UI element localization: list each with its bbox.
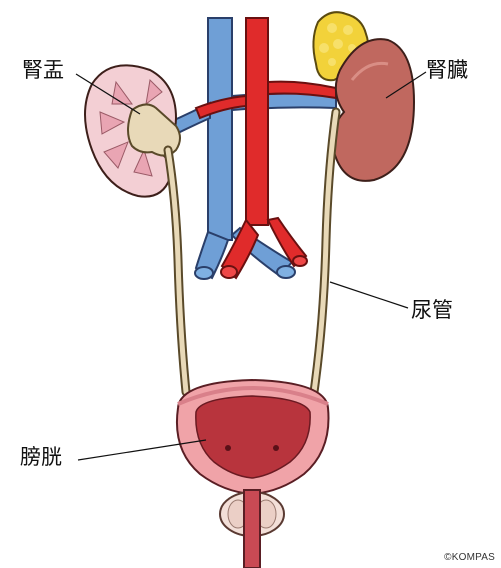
kidney-external <box>331 38 416 182</box>
leader-line-ureter <box>329 281 409 309</box>
leader-line-kidney <box>385 71 427 99</box>
label-kidney: 腎臓 <box>426 58 468 82</box>
bladder <box>176 378 330 496</box>
label-bladder: 膀胱 <box>20 445 62 469</box>
label-ureter: 尿管 <box>411 298 453 322</box>
leader-line-renal-pelvis <box>75 73 141 115</box>
copyright-credit: ©KOMPAS <box>444 552 495 563</box>
leader-line-bladder <box>77 439 207 461</box>
urethra <box>243 489 261 568</box>
label-renal-pelvis: 腎盂 <box>22 58 64 82</box>
aorta <box>194 17 337 280</box>
